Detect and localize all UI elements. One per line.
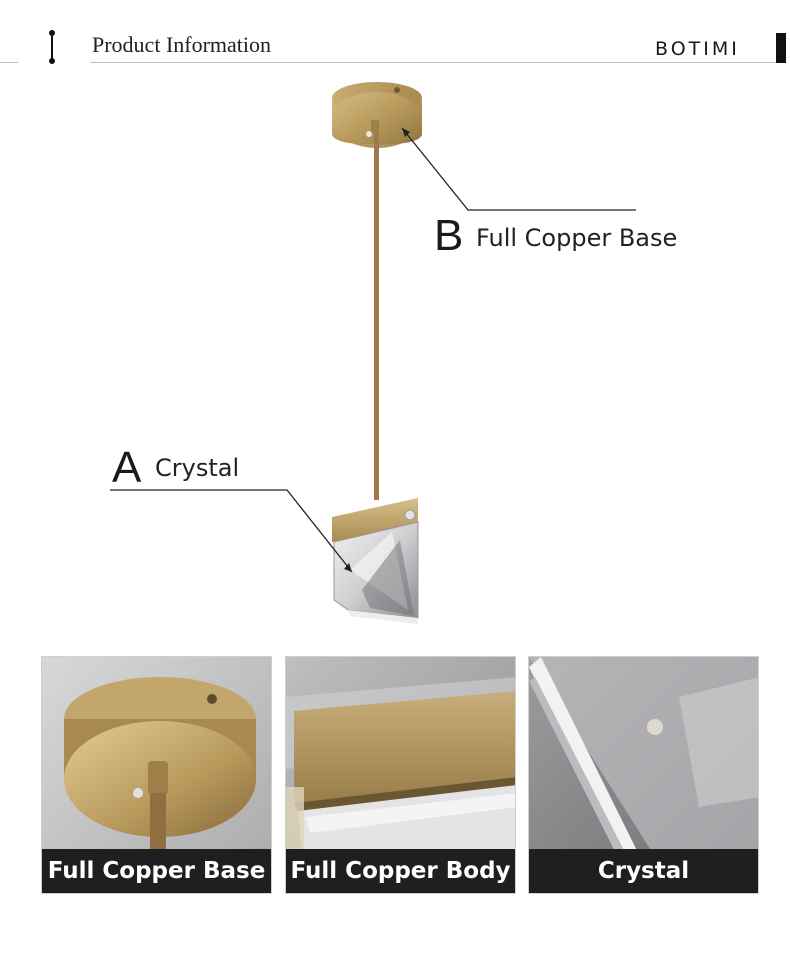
callout-label-a: Crystal	[155, 454, 240, 482]
pendant-lamp-illustration	[110, 82, 636, 624]
brand-bar	[776, 33, 786, 63]
thumbnail-crystal: Crystal	[528, 656, 759, 894]
thumbnail-caption: Full Copper Body	[286, 849, 515, 893]
brand-logo: BOTIMI	[655, 38, 740, 60]
pendant-cord	[374, 134, 379, 500]
thumbnail-copper-body: Full Copper Body	[285, 656, 516, 894]
header-marker-icon	[49, 30, 55, 66]
thumbnail-caption: Full Copper Base	[42, 849, 271, 893]
thumbnail-caption: Crystal	[529, 849, 758, 893]
brass-holder	[332, 498, 418, 542]
callout-label-b: Full Copper Base	[476, 224, 678, 252]
callout-letter-b: B	[434, 211, 464, 260]
thumbnail-copper-base: Full Copper Base	[41, 656, 272, 894]
leader-line-b	[401, 127, 636, 211]
page-title: Product Information	[92, 32, 272, 57]
header-rule	[90, 62, 780, 63]
leader-line-a	[110, 489, 353, 573]
callout-letter-a: A	[112, 443, 142, 492]
header-rule-left	[0, 62, 18, 63]
